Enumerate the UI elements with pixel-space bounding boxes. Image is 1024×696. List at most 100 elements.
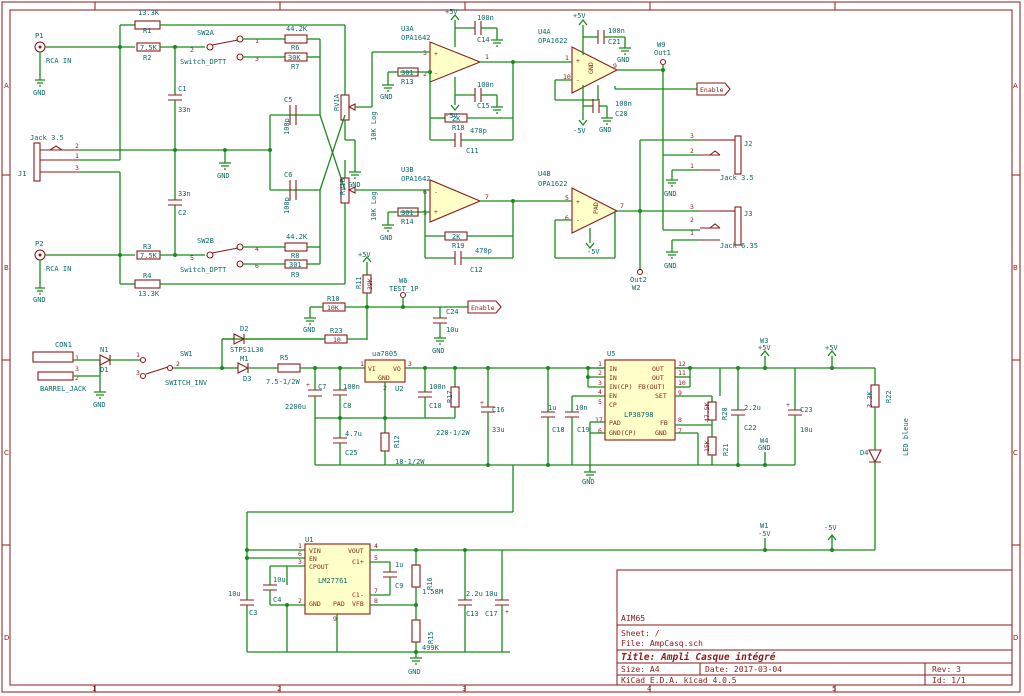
svg-text:+: + [786, 401, 790, 409]
w4-ref: W4 [760, 437, 768, 445]
svg-text:1: 1 [360, 360, 364, 368]
gnd-label: GND [664, 190, 677, 198]
svg-text:VI: VI [368, 365, 376, 373]
gnd-label: GND [303, 326, 316, 334]
d3-ref: D3 [243, 375, 251, 383]
c1-val: 33n [178, 106, 191, 114]
svg-text:PAD: PAD [592, 202, 600, 214]
u4b-ref: U4B [538, 170, 551, 178]
opamp-u4b [571, 187, 619, 234]
svg-text:+: + [480, 399, 484, 407]
c14-val: 100n [477, 14, 494, 22]
u5-pin: OUT [652, 374, 664, 382]
svg-text:6: 6 [565, 214, 569, 222]
w6-label: TEST_1P [389, 285, 419, 293]
regulator-u5 [604, 359, 676, 441]
svg-text:+: + [505, 608, 509, 616]
svg-text:5: 5 [190, 254, 194, 262]
gnd-label: GND [408, 668, 421, 676]
svg-text:GND: GND [378, 374, 390, 382]
c11-ref: C11 [466, 147, 479, 155]
c3-val: 10u [228, 590, 241, 598]
d1-ref: D1 [100, 366, 108, 374]
sw2a-sub: Switch_DPTT [180, 58, 227, 66]
j2-label: Jack 3.5 [720, 174, 754, 182]
tb-size: Size: A4 [621, 665, 660, 674]
u5-pin: IN(CP) [609, 383, 632, 391]
gnd-label: GND [217, 172, 230, 180]
opamp-u4a [571, 46, 619, 94]
svg-text:3: 3 [255, 55, 259, 63]
barrel-label: BARREL_JACK [40, 385, 87, 393]
gnd-label: GND [33, 89, 46, 97]
rv1b-val: 10K Log [370, 191, 378, 221]
r19-ref: R19 [452, 242, 465, 250]
resistor-r16 [411, 564, 421, 588]
r7-val: 30K [288, 54, 301, 62]
svg-text:1: 1 [690, 229, 694, 237]
svg-text:2: 2 [298, 597, 302, 605]
c24-ref: C24 [446, 308, 459, 316]
svg-text:3: 3 [690, 132, 694, 140]
u5-pin: PAD [609, 419, 621, 427]
c16-ref: C16 [492, 406, 505, 414]
capacitor-c2 [168, 199, 182, 206]
svg-text:4: 4 [374, 542, 378, 550]
u5-part: LP38798 [624, 411, 654, 419]
svg-text:12: 12 [678, 360, 686, 368]
tb-file: File: AmpCasq.sch [621, 639, 703, 648]
c22-val: 2.2u [744, 404, 761, 412]
u1-pin: VOUT [348, 547, 364, 555]
w3-val: +5V [758, 344, 771, 352]
u1-pin: VIN [309, 547, 321, 555]
r3-val: 7.5K [140, 252, 158, 260]
svg-text:2: 2 [75, 142, 79, 150]
svg-text:2: 2 [75, 374, 79, 382]
capacitor-c12 [454, 251, 462, 265]
svg-text:2: 2 [598, 369, 602, 377]
r10-ref: R10 [327, 295, 340, 303]
c10-ref: C10 [429, 402, 442, 410]
capacitor-c19 [565, 411, 579, 418]
gnd-label: GND [582, 478, 595, 486]
m5v-label: -5V [573, 127, 586, 135]
r14-val: 301 [401, 209, 414, 217]
svg-text:11: 11 [678, 369, 686, 377]
r1-val: 13.3K [138, 9, 160, 17]
r13-val: 301 [401, 69, 414, 77]
svg-text:+: + [434, 208, 438, 216]
svg-text:6: 6 [298, 550, 302, 558]
c22-ref: C22 [744, 424, 757, 432]
gnd-label: GND [380, 93, 393, 101]
svg-text:4: 4 [598, 388, 602, 396]
row-label: A [4, 82, 9, 90]
c17-val: 10u [485, 590, 498, 598]
c11-val: 470p [470, 127, 487, 135]
p2-label: RCA IN [46, 265, 71, 273]
r22-val: 3.3K [866, 390, 874, 408]
u5-pin: GND [655, 429, 667, 437]
u5-pin: IN [609, 374, 617, 382]
resistor-r15 [411, 619, 421, 643]
r2-ref: R2 [143, 54, 151, 62]
d4-ref: D4 [860, 449, 868, 457]
r17-val: 220-1/2W [436, 429, 471, 437]
c7-val: 2200u [285, 403, 306, 411]
m1-ref: M1 [240, 355, 248, 363]
gnd-label: GND [617, 56, 630, 64]
r15-ref: R15 [427, 631, 435, 644]
neg-supply-stage: 10u C3 10u C4 U1 VIN EN CPOUT GND VOUT C… [228, 465, 875, 676]
u1-pin: VFB [352, 600, 364, 608]
u1-pin: GND [309, 600, 321, 608]
c15-ref: C15 [477, 102, 490, 110]
col-label: 3 [462, 685, 466, 693]
capacitor-c20 [592, 99, 600, 113]
p1-ref: P1 [35, 32, 43, 40]
svg-text:+: + [306, 381, 310, 389]
p2-ref: P2 [35, 240, 43, 248]
r5-val: 7.5-1/2W [266, 378, 301, 386]
u5-pin: FB [660, 419, 668, 427]
j1-name: Jack 3.5 [30, 134, 64, 142]
